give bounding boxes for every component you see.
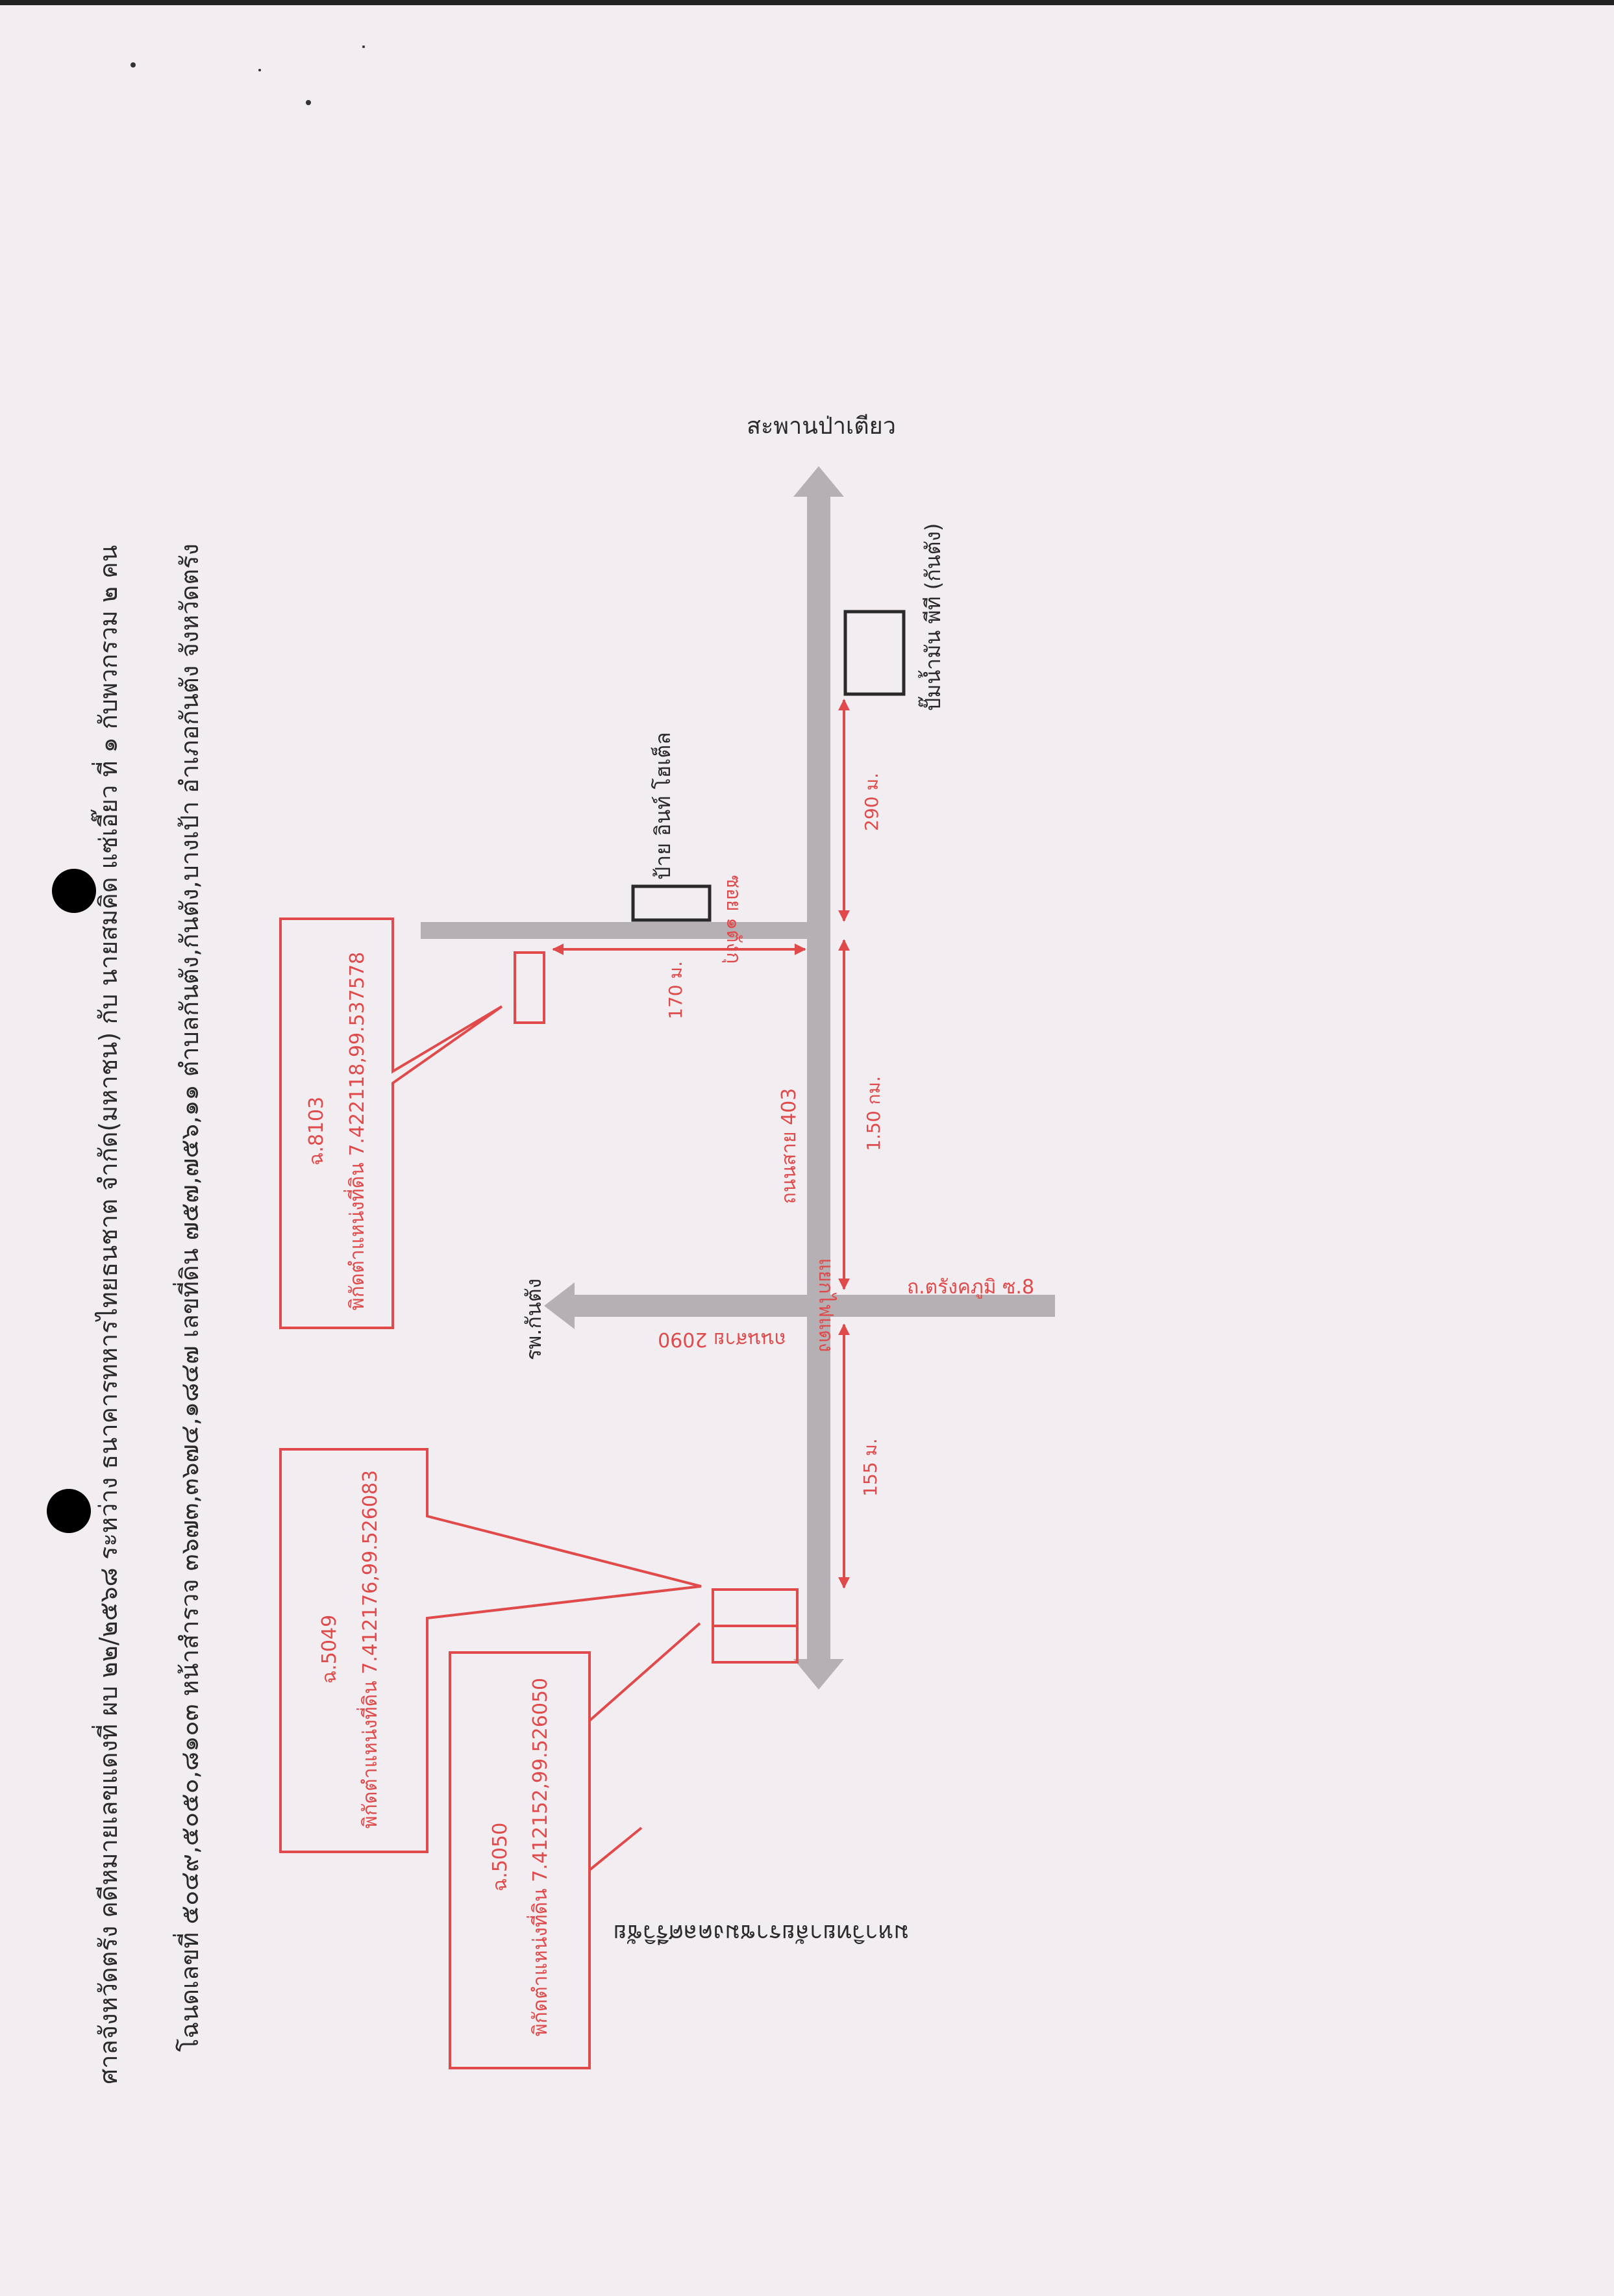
distance-170-label: 170 ม. xyxy=(665,961,686,1019)
parcel-5050-coord: พิกัดตำแหน่งที่ดิน 7.412152,99.526050 xyxy=(527,1678,552,2036)
callout-5049 xyxy=(279,1448,702,1853)
parcel-5049-coord: พิกัดตำแหน่งที่ดิน 7.412176,99.526083 xyxy=(356,1470,382,1828)
gas-station-label: ปั๊มน้ำมัน พีที (กันตัง) xyxy=(918,523,945,711)
alley-label: ซอย ๑ตังกุ xyxy=(721,875,745,964)
hotel-sign-box xyxy=(631,884,712,922)
callout-5050 xyxy=(449,1622,701,2069)
parcel-8103-box xyxy=(514,951,545,1024)
parcel-5049-label: ฉ.5049 xyxy=(318,1615,341,1684)
distance-155-label: 155 ม. xyxy=(860,1438,881,1497)
parcel-5050-label: ฉ.5050 xyxy=(489,1823,512,1891)
distance-150-label: 1.50 กม. xyxy=(863,1076,884,1151)
junction-label: แยกไฟแดง xyxy=(814,1258,838,1353)
gas-station-box xyxy=(843,610,906,696)
callout-8103 xyxy=(279,917,503,1329)
alley-road xyxy=(421,922,810,939)
hospital-label: รพ.กันตัง xyxy=(521,1279,546,1360)
scan-specks xyxy=(130,45,365,105)
header-line-2: โฉนดเลขที่ ๕๐๔๙,๕๐๕๐,๘๑๐๓ หน้าสำรวจ ๓๖๗๓… xyxy=(173,543,204,2052)
punch-hole-bottom xyxy=(47,1489,91,1533)
distance-290-label: 290 ม. xyxy=(861,773,882,831)
south-end-label: มหาวิทยาลัยราชมงคลศรีวิชัย xyxy=(614,1919,909,1946)
east-road-label: ถ.ตรังคภูมิ ซ.8 xyxy=(907,1276,1034,1299)
parcel-8103-label: ฉ.8103 xyxy=(305,1097,328,1166)
main-road-label: ถนนสาย 403 xyxy=(778,1088,801,1204)
punch-hole-top xyxy=(52,869,96,913)
cross-road-2090 xyxy=(544,1282,1055,1329)
north-end-label: สะพานป่าเตียว xyxy=(747,413,896,440)
scan-border xyxy=(0,0,1614,5)
header-line-1: ศาลจังหวัดตรัง คดีหมายเลขแดงที่ ผบ ๒๒/๒๕… xyxy=(91,545,123,2084)
main-road-403 xyxy=(793,466,844,1690)
hotel-sign-label: ป้าย อินท์ โฮเต็ล xyxy=(651,732,675,880)
parcel-8103-coord: พิกัดตำแหน่งที่ดิน 7.422118,99.537578 xyxy=(343,952,369,1310)
cross-road-label: ถนนสาย 2090 xyxy=(658,1328,786,1351)
